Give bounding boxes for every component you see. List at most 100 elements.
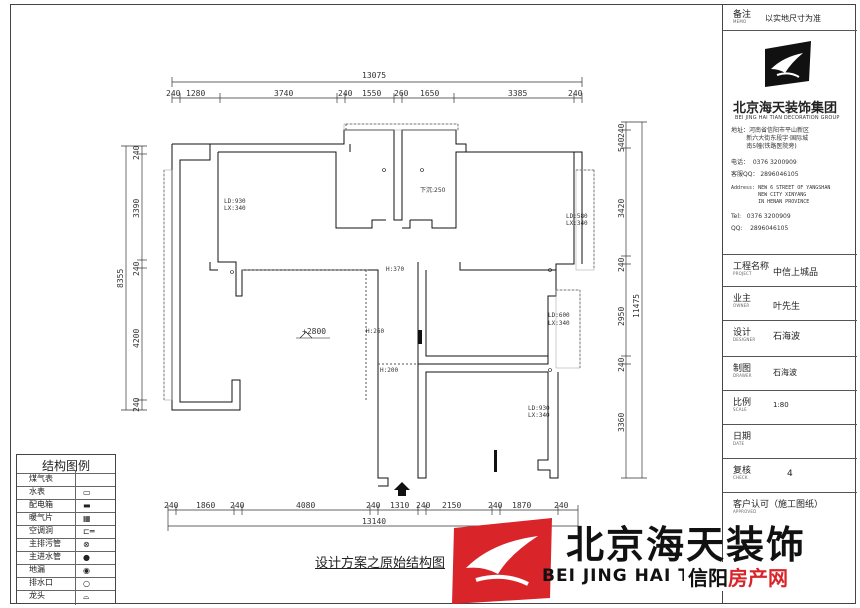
dim-left-1: 3390	[132, 199, 141, 218]
designer-row: 设计 DESIGNER 石海波	[723, 320, 857, 356]
project-label-en: PROJECT	[733, 271, 752, 276]
room-label-lx-1: LX:340	[224, 205, 246, 212]
beam-label-sink: 下沉:250	[420, 186, 446, 194]
dim-top-2: 3740	[274, 89, 293, 98]
owner-label: 业主	[733, 294, 752, 304]
dim-left-0: 240	[132, 145, 141, 160]
legend-label: 主排污管	[29, 539, 61, 548]
elevation-label: +2800	[302, 327, 326, 336]
check-row: 复核 CHECK 4	[723, 458, 857, 492]
legend-label: 暖气片	[29, 513, 53, 522]
note-row: 备注 MEMO 以实地尺寸为准	[723, 4, 857, 30]
dim-bottom-8: 240	[488, 501, 503, 510]
date-label: 日期	[733, 432, 752, 442]
dim-left-4: 240	[132, 397, 141, 412]
project-label: 工程名称	[733, 262, 770, 272]
dim-bottom-7: 2150	[442, 501, 461, 510]
dim-bottom-1: 1860	[196, 501, 215, 510]
dim-left-total: 8355	[116, 269, 125, 288]
project-value: 中信上城品	[773, 268, 819, 278]
dim-top-5: 260	[394, 89, 409, 98]
designer-label-en: DESIGNER	[733, 337, 756, 342]
legend-row-ac-hole: 空调洞 ⊏═	[17, 525, 115, 536]
dim-top-total: 13075	[362, 71, 386, 80]
dim-right-3: 240	[617, 257, 626, 272]
main-drain-icon: ⊗	[83, 540, 90, 549]
watermark-site: 信阳房产网	[684, 562, 792, 591]
legend-row-faucet: 龙头 ⌓	[17, 590, 115, 601]
drawer-label: 制图	[733, 364, 752, 374]
dim-top-0: 240	[166, 89, 181, 98]
legend-row-distribution-box: 配电箱 ▬	[17, 499, 115, 510]
room-label-ld-4: LD:930	[528, 405, 550, 412]
drawing-frame	[10, 4, 856, 604]
distribution-box-icon: ▬	[83, 501, 91, 510]
floor-drain-icon: ◉	[83, 566, 90, 575]
company-phone: 电话： 0376 3200909	[731, 159, 797, 166]
legend-row-main-drain: 主排污管 ⊗	[17, 538, 115, 549]
approval-row: 客户认可（施工图纸） APPROVED	[723, 492, 857, 604]
check-label-en: CHECK	[733, 475, 748, 480]
room-label-ld-3: LD:600	[548, 312, 570, 319]
room-label-ld-2: LD:580	[566, 213, 588, 220]
structure-legend: 结构图例 煤气表 水表 ▭ 配电箱 ▬ 暖气片 ▦ 空调洞 ⊏═ 主排污管 ⊗ …	[16, 454, 116, 605]
legend-row-floor-drain: 地漏 ◉	[17, 564, 115, 575]
dim-top-6: 1650	[420, 89, 439, 98]
floor-plan: 13075 240 1280 3740 240 1550 260 1650 33…	[116, 71, 647, 531]
check-value: 4	[787, 469, 793, 479]
approval-label: 客户认可（施工图纸）	[733, 500, 824, 510]
company-name-en: BEI JING HAI TIAN DECORATION GROUP	[735, 115, 840, 121]
dim-bottom-9: 1870	[512, 501, 531, 510]
dim-left-3: 4200	[132, 329, 141, 348]
watermark-text-en: BEI JING HAI TIAN	[542, 566, 728, 586]
dim-left-2: 240	[132, 261, 141, 276]
legend-row-main-inlet: 主进水管 ●	[17, 551, 115, 562]
drawer-row: 制图 DRAWER 石海波	[723, 356, 857, 390]
radiator-icon: ▦	[83, 514, 91, 523]
note-label: 备注	[733, 10, 752, 20]
dim-right-1: 540	[617, 137, 626, 152]
legend-label: 配电箱	[29, 500, 53, 509]
dim-bottom-0: 240	[164, 501, 179, 510]
company-logo-icon	[765, 41, 811, 87]
company-tel: Tel: 0376 3200909	[731, 213, 791, 220]
date-label-en: DATE	[733, 441, 745, 446]
approval-label-en: APPROVED	[733, 509, 757, 514]
company-address-en: Address: NEW 6 STREET OF YANGSHAN NEW CI…	[731, 185, 831, 205]
watermark-site-name: 房产网	[728, 566, 788, 590]
legend-label: 龙头	[29, 591, 45, 600]
legend-divider	[75, 470, 76, 605]
dim-top-3: 240	[338, 89, 353, 98]
drawer-value: 石海波	[773, 368, 797, 377]
legend-row-gas-meter: 煤气表	[17, 473, 115, 484]
designer-label: 设计	[733, 328, 752, 338]
scale-value: 1:80	[773, 401, 789, 409]
room-label-lx-4: LX:340	[528, 412, 550, 419]
beam-label-h200: H:200	[380, 367, 398, 374]
dim-bottom-4: 240	[366, 501, 381, 510]
project-row: 工程名称 PROJECT 中信上城品	[723, 254, 857, 286]
note-label-en: MEMO	[733, 19, 747, 24]
dim-bottom-10: 240	[554, 501, 569, 510]
check-label: 复核	[733, 466, 752, 476]
company-info: 北京海天装饰集团 BEI JING HAI TIAN DECORATION GR…	[723, 30, 857, 254]
company-qq: QQ: 2896046105	[731, 225, 789, 232]
room-label-ld-1: LD:930	[224, 198, 246, 205]
company-name: 北京海天装饰集团	[733, 101, 838, 116]
legend-row-water-meter: 水表 ▭	[17, 486, 115, 497]
room-label-lx-3: LX:340	[548, 320, 570, 327]
watermark-logo-icon	[452, 518, 552, 604]
title-block: 备注 MEMO 以实地尺寸为准 北京海天装饰集团 BEI JING HAI TI…	[722, 4, 857, 604]
watermark-city: 信阳	[688, 566, 728, 590]
legend-label: 空调洞	[29, 526, 53, 535]
dim-top-7: 3385	[508, 89, 527, 98]
designer-value: 石海波	[773, 332, 801, 342]
dim-right-6: 3360	[617, 413, 626, 432]
dim-right-2: 3420	[617, 199, 626, 218]
main-inlet-icon: ●	[83, 553, 90, 562]
dim-right-total: 11475	[632, 294, 641, 318]
dim-bottom-3: 4080	[296, 501, 315, 510]
faucet-icon: ⌓	[83, 592, 90, 601]
legend-label: 煤气表	[29, 474, 53, 483]
legend-label: 地漏	[29, 565, 45, 574]
